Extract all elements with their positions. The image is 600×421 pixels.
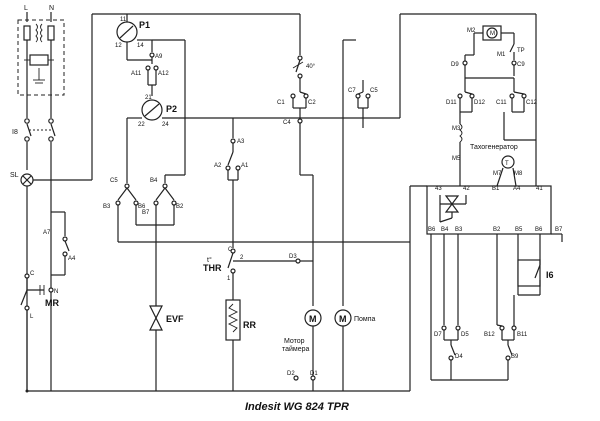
label-c5: C5 — [370, 88, 378, 94]
label-evf: EVF — [166, 314, 184, 324]
label-module-b3: B3 — [455, 227, 463, 233]
label-p2-pin22: 22 — [138, 122, 145, 128]
label-p1-pin14: 14 — [137, 43, 144, 49]
label-b12: B12 — [484, 332, 495, 338]
label-d3: D3 — [289, 254, 297, 260]
label-p1-pin12: 12 — [115, 43, 122, 49]
label-module-b7: B7 — [555, 227, 563, 233]
label-p1-pin11: 11 — [120, 17, 127, 23]
label-m2: M2 — [467, 28, 476, 34]
label-p2-pin21: 21 — [145, 95, 152, 101]
label-thr-mark: t° — [207, 256, 212, 264]
label-mr-c: C — [30, 271, 35, 277]
label-module-43: 43 — [435, 186, 442, 192]
label-rr: RR — [243, 320, 256, 330]
label-c4: C4 — [283, 120, 291, 126]
label-module-b4: B4 — [441, 227, 449, 233]
label-pump: Помпа — [354, 316, 376, 323]
label-thr-c: C — [228, 247, 233, 253]
label-c7: C7 — [348, 88, 356, 94]
label-d11: D11 — [446, 100, 457, 106]
label-d2: D2 — [287, 371, 295, 377]
filter-capacitor — [29, 54, 49, 66]
label-module-b2: B2 — [493, 227, 501, 233]
label-m5: M5 — [452, 156, 461, 162]
label-d1: D1 — [310, 371, 318, 377]
label-p2-pin24: 24 — [162, 122, 169, 128]
label-d5: D5 — [461, 332, 469, 338]
label-phase-l: L — [24, 5, 28, 12]
label-a11: A11 — [131, 71, 142, 77]
label-thr-1: 1 — [227, 276, 231, 282]
label-a2: A2 — [214, 163, 222, 169]
label-module-b1: B1 — [492, 186, 500, 192]
label-timer-motor-1: Мотор — [284, 338, 305, 345]
label-pump-m: M — [339, 314, 347, 324]
label-b11: B11 — [517, 332, 528, 338]
label-sl: SL — [10, 172, 19, 179]
label-module-a4: A4 — [513, 186, 521, 192]
label-timer-motor-m: M — [309, 314, 317, 324]
label-b6-left: B3 — [103, 204, 111, 210]
label-m7: M7 — [493, 171, 502, 177]
label-c1: C1 — [277, 100, 285, 106]
label-module-41: 41 — [536, 186, 543, 192]
mains-filter-box — [17, 19, 65, 96]
label-d12: D12 — [474, 100, 486, 106]
label-40deg: 40° — [306, 64, 316, 70]
label-a1: A1 — [241, 163, 249, 169]
label-c11: C11 — [496, 100, 507, 106]
label-d4: D4 — [455, 354, 463, 360]
label-p1: P1 — [139, 20, 150, 30]
label-motor-m: M — [490, 31, 495, 37]
label-thr: THR — [203, 263, 222, 273]
label-tp: TP — [517, 48, 525, 54]
label-timer-motor-2: таймера — [282, 345, 310, 353]
label-thr-2: 2 — [240, 255, 244, 261]
label-b3: B4 — [150, 178, 158, 184]
label-i8: I8 — [12, 129, 18, 136]
label-a7: A7 — [43, 230, 51, 236]
triac-icon — [444, 195, 460, 205]
label-a9: A9 — [155, 54, 163, 60]
label-d9: D9 — [451, 62, 459, 68]
tacho-icon — [501, 155, 515, 169]
label-m8: M8 — [514, 171, 523, 177]
label-mr-l: L — [30, 314, 34, 320]
switch-i6 — [517, 259, 541, 287]
label-i6: I6 — [546, 270, 554, 280]
label-neutral-n: N — [49, 5, 54, 12]
label-module-b6a: B6 — [428, 227, 436, 233]
label-m3: M3 — [452, 126, 461, 132]
label-b2-left: B7 — [142, 210, 150, 216]
diagram-caption: Indesit WG 824 TPR — [245, 401, 349, 413]
label-c12: C12 — [526, 100, 538, 106]
label-b4-left: C5 — [110, 178, 118, 184]
label-b9: B9 — [511, 354, 519, 360]
label-module-b6b: B6 — [535, 227, 543, 233]
label-m1: M1 — [497, 52, 506, 58]
label-d7: D7 — [434, 332, 442, 338]
label-module-b5: B5 — [515, 227, 523, 233]
label-mr-n: N — [54, 289, 58, 295]
label-a3: A3 — [237, 139, 245, 145]
label-a12: A12 — [158, 71, 169, 77]
label-c2: C2 — [308, 100, 316, 106]
label-mr: MR — [45, 298, 59, 308]
label-tacho: Тахогенератор — [470, 144, 518, 151]
label-a4-left: A4 — [68, 256, 76, 262]
label-c9: C9 — [517, 62, 525, 68]
valve-evf-icon — [149, 305, 163, 320]
label-module-42: 42 — [463, 186, 470, 192]
label-b1-left: B2 — [176, 204, 184, 210]
label-p2: P2 — [166, 104, 177, 114]
label-tacho-t: T — [505, 161, 509, 167]
label-b7: B6 — [138, 204, 146, 210]
